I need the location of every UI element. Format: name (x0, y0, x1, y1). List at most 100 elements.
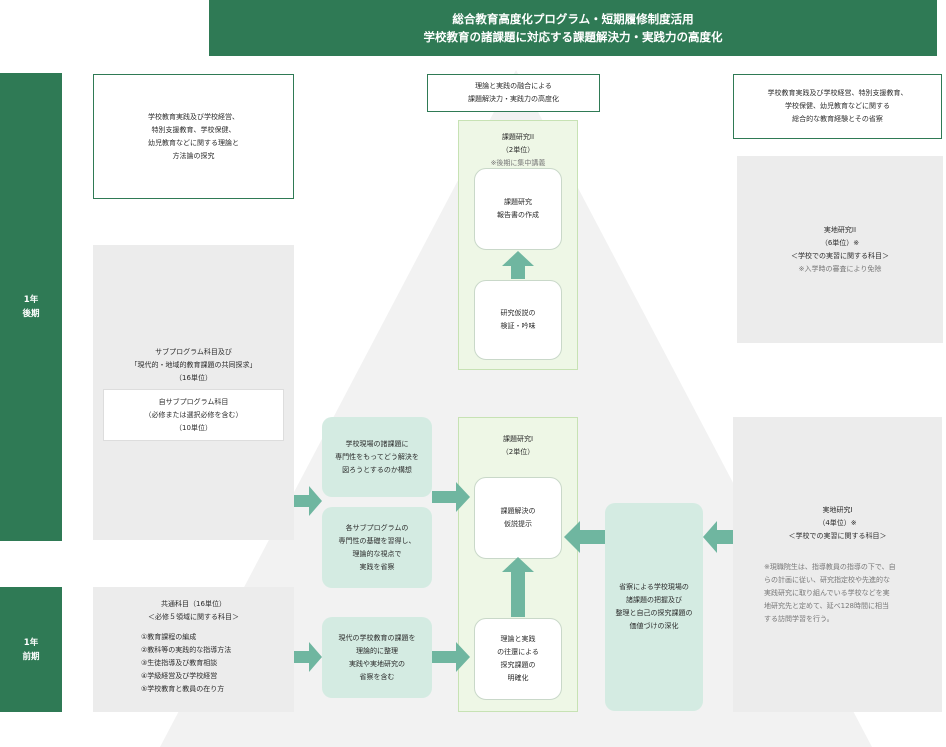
panel-text: 実地研究II (823, 225, 857, 234)
box-text: 幼児教育などに関する理論と (148, 138, 239, 147)
panel-text: 実地研究I (822, 505, 853, 514)
program-title-banner: 総合教育高度化プログラム・短期履修制度活用 学校教育の諸課題に対応する課題解決力… (209, 0, 937, 56)
box-text: 課題研究 (504, 198, 532, 206)
field-research-ii-panel: 実地研究II （6単位）※ ＜学校での実習に関する科目＞ ※入学時の審査により免… (737, 156, 943, 343)
field-research-i-note: ※現職院生は、指導教員の指導の下で、自 らの計画に従い、研究指定校や先進的な 実… (764, 561, 940, 626)
list-item: ③生徒指導及び教育相談 (141, 659, 218, 667)
box-text: （必修または選択必修を含む） (144, 410, 243, 419)
box-text: 報告書の作成 (497, 211, 539, 219)
list-item: ⑤学校教育と教員の在り方 (141, 685, 225, 693)
common-subjects-heading: 共通科目（16単位） ＜必修５領域に関する科目＞ (93, 597, 294, 625)
theory-exploration-box: 学校教育実践及び学校経営、 特別支援教育、学校保健、 幼児教育などに関する理論と… (93, 74, 294, 199)
pill-text: 各サブプログラムの (345, 523, 409, 532)
year-bar-first-term: 1年 前期 (0, 587, 62, 712)
panel-text: （4単位）※ (818, 518, 857, 527)
panel-text: 課題研究I (502, 435, 534, 443)
box-text: （10単位） (175, 423, 212, 432)
hypothesis-verify-box: 研究仮説の 検証・吟味 (474, 280, 562, 360)
pill-text: 省察による学校現場の (619, 583, 689, 591)
panel-text: サブプログラム科目及び (155, 347, 232, 356)
field-research-i-panel: 実地研究I （4単位）※ ＜学校での実習に関する科目＞ ※現職院生は、指導教員の… (733, 417, 942, 712)
inquiry-clarify-box: 理論と実践 の往還による 探究課題の 明確化 (474, 618, 562, 700)
box-text: 検証・吟味 (500, 322, 536, 330)
box-text: 総合的な教育経験とその省察 (792, 115, 883, 123)
pill-text: 実践や実地研究の (349, 659, 405, 668)
box-text: 明確化 (507, 674, 529, 682)
pill-text: 理論的に整理 (356, 646, 398, 655)
research-i-heading: 課題研究I （2単位） (459, 430, 577, 462)
term-label: 前期 (22, 651, 40, 662)
term-label: 後期 (22, 309, 40, 319)
pill-text: 専門性の基礎を習得し、 (338, 536, 416, 545)
box-text: 理論と実践 (500, 635, 536, 643)
year-label: 1年 (23, 295, 39, 305)
concept-pill-specialty-basics: 各サブプログラムの 専門性の基礎を習得し、 理論的な視点で 実践を省察 (322, 507, 432, 588)
arrow-left-icon (703, 521, 733, 553)
arrow-left-icon (564, 521, 605, 553)
panel-note: ※入学時の審査により免除 (798, 264, 882, 273)
pill-text: 実践を省察 (359, 562, 395, 571)
panel-text: （2単位） (501, 145, 535, 154)
panel-text: 「現代的・地域的教育課題の共同探求」 (130, 360, 257, 369)
sub-program-heading: サブプログラム科目及び 「現代的・地域的教育課題の共同探求」 （16単位） (93, 343, 294, 387)
arrow-right-icon (432, 642, 470, 672)
hypothesis-present-box: 課題解決の 仮説提示 (474, 477, 562, 559)
arrow-up-icon (502, 251, 534, 279)
panel-text: ＜学校での実習に関する科目＞ (791, 251, 889, 260)
pill-text: 図ろうとするのか構想 (342, 465, 412, 474)
box-text: 探究課題の (500, 661, 536, 669)
program-subtitle: 学校教育の諸課題に対応する課題解決力・実践力の高度化 (423, 30, 723, 44)
arrow-up-icon (502, 557, 534, 617)
list-item: ②教科等の実践的な指導方法 (141, 646, 232, 654)
report-box: 課題研究 報告書の作成 (474, 168, 562, 250)
arrow-right-icon (294, 486, 322, 516)
note-line: ※現職院生は、指導教員の指導の下で、自 (764, 563, 896, 571)
year-bar-second-term: 1年 後期 (0, 73, 62, 541)
box-text: 学校教育実践及び学校経営、 (148, 112, 239, 121)
panel-text: 課題研究II (501, 132, 535, 141)
required-areas-list: ①教育課程の編成 ②教科等の実践的な指導方法 ③生徒指導及び教育相談 ④学級経営… (141, 631, 291, 696)
note-line: 実践研究に取り組んでいる学校などを実 (764, 589, 890, 597)
box-text: 特別支援教育、学校保健、 (151, 125, 236, 134)
box-text: の往還による (497, 648, 539, 656)
panel-text: ＜必修５領域に関する科目＞ (148, 613, 239, 621)
box-text: 自サブプログラム科目 (158, 397, 229, 406)
box-text: 課題解決の (500, 507, 536, 515)
concept-pill-modern-issues: 現代の学校教育の課題を 理論的に整理 実践や実地研究の 省察を含む (322, 617, 432, 698)
research-ii-panel: 課題研究II （2単位） ※後期に集中講義 課題研究 報告書の作成 研究仮説の … (458, 120, 578, 370)
pill-text: 現代の学校教育の課題を (338, 633, 416, 642)
box-text: 方法論の探究 (172, 151, 215, 160)
panel-text: （2単位） (501, 448, 535, 456)
pill-text: 諸課題の把握及び (626, 596, 682, 604)
own-sub-program-box: 自サブプログラム科目 （必修または選択必修を含む） （10単位） (103, 389, 284, 441)
note-line: らの計画に従い、研究指定校や先進的な (764, 576, 890, 584)
panel-text: （16単位） (175, 373, 212, 382)
pill-text: 整理と自己の探究課題の (615, 609, 693, 617)
pill-text: 専門性をもってどう解決を (335, 452, 419, 461)
panel-text: ＜学校での実習に関する科目＞ (788, 531, 887, 540)
box-text: 理論と実践の融合による (475, 82, 552, 90)
field-research-i-heading: 実地研究I （4単位）※ ＜学校での実習に関する科目＞ (733, 501, 942, 545)
box-text: 課題解決力・実践力の高度化 (468, 95, 559, 103)
reflection-goal-box: 学校教育実践及び学校経営、特別支援教育、 学校保健、幼児教育などに関する 総合的… (733, 74, 942, 139)
pill-text: 学校現場の諸課題に (345, 439, 409, 448)
arrow-right-icon (432, 482, 470, 512)
pill-text: 価値づけの深化 (629, 622, 679, 630)
concept-pill-problem-solving: 学校現場の諸課題に 専門性をもってどう解決を 図ろうとするのか構想 (322, 417, 432, 497)
program-title: 総合教育高度化プログラム・短期履修制度活用 (452, 12, 694, 26)
panel-note: ※後期に集中講義 (490, 158, 546, 167)
year-label: 1年 (23, 637, 39, 648)
research-ii-heading: 課題研究II （2単位） ※後期に集中講義 (459, 127, 577, 173)
box-text: 学校保健、幼児教育などに関する (785, 102, 890, 110)
sub-program-panel: サブプログラム科目及び 「現代的・地域的教育課題の共同探求」 （16単位） 自サ… (93, 245, 294, 540)
arrow-right-icon (294, 642, 322, 672)
box-text: 研究仮説の (500, 309, 536, 317)
list-item: ①教育課程の編成 (141, 633, 197, 641)
common-subjects-panel: 共通科目（16単位） ＜必修５領域に関する科目＞ ①教育課程の編成 ②教科等の実… (93, 587, 294, 712)
note-line: する訪問学習を行う。 (764, 615, 834, 623)
list-item: ④学級経営及び学校経営 (141, 672, 218, 680)
note-line: 地研究先と定めて、延べ128時間に相当 (764, 602, 890, 610)
concept-pill-reflection: 省察による学校現場の 諸課題の把握及び 整理と自己の探究課題の 価値づけの深化 (605, 503, 703, 711)
box-text: 学校教育実践及び学校経営、特別支援教育、 (767, 89, 908, 97)
